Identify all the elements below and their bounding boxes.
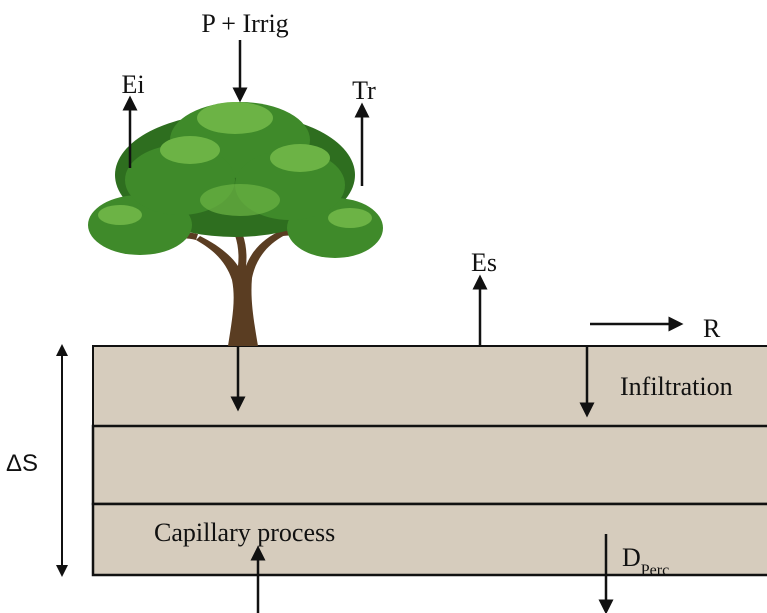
deep-perc-main: D — [622, 543, 641, 572]
tr-label: Tr — [352, 76, 376, 105]
deep-perc-label: DPerc — [622, 543, 669, 579]
infiltration-label: Infiltration — [620, 372, 733, 401]
capillary-label: Capillary process — [154, 518, 335, 547]
soil-layer-middle — [91, 424, 767, 506]
es-label: Es — [471, 248, 497, 277]
flux-labels: P + Irrig Ei Tr Es R Infiltration ΔS Cap… — [6, 9, 733, 579]
runoff-label: R — [703, 314, 721, 343]
ei-label: Ei — [121, 70, 144, 99]
soil-layer-bottom — [91, 502, 767, 577]
deep-perc-subscript: Perc — [641, 562, 669, 579]
soil-layer-top — [92, 345, 767, 427]
soil-profile — [91, 345, 767, 577]
tree-illustration — [88, 102, 383, 346]
storage-change-label: ΔS — [6, 450, 38, 477]
tree-canopy — [88, 102, 383, 258]
flux-arrows — [56, 40, 684, 613]
precip-irrig-label: P + Irrig — [201, 9, 288, 38]
